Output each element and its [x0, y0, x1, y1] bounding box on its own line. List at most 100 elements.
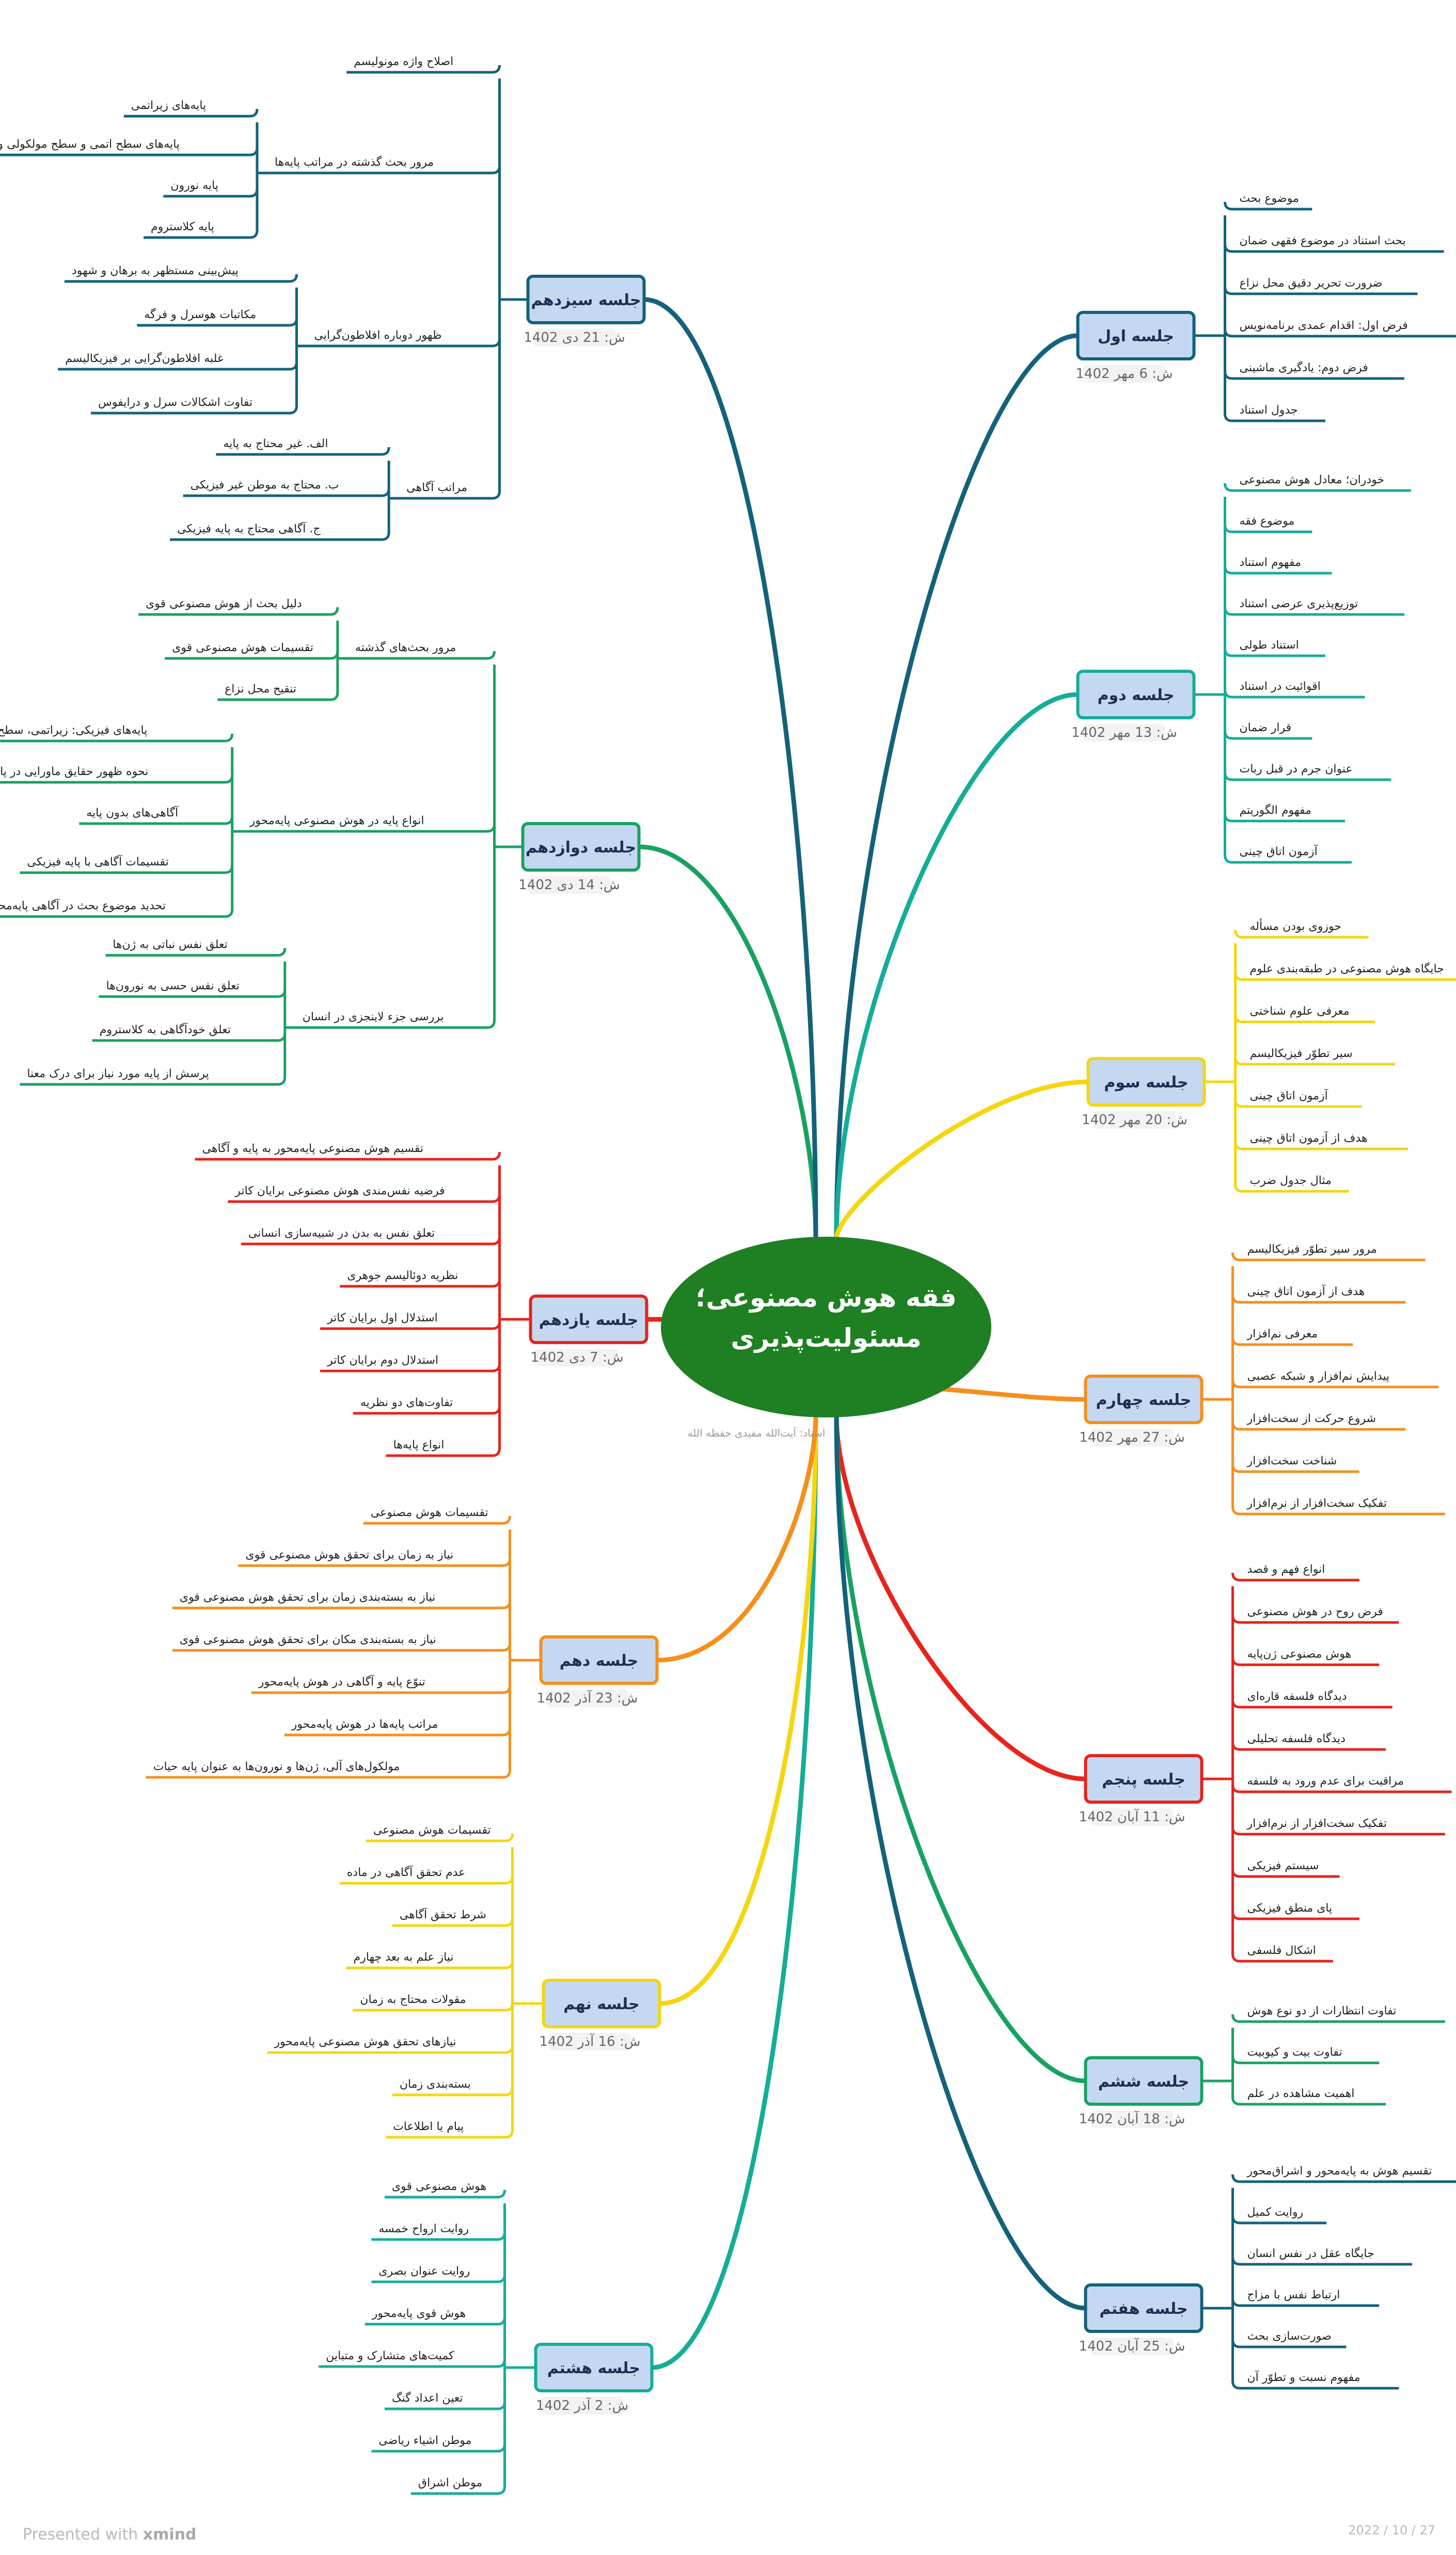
leaf-label[interactable]: عنوان جرم در قبل ربات	[1240, 763, 1353, 776]
leaf-label[interactable]: سیستم فیزیکی	[1247, 1859, 1319, 1872]
leaf-label[interactable]: تعلق نفس نباتی به ژن‌ها	[113, 938, 228, 951]
leaf-label[interactable]: نظریه دوئالیسم جوهری	[347, 1269, 458, 1282]
leaf-item[interactable]: توزیع‌پذیری عرضی استناد	[1224, 597, 1404, 616]
leaf-item[interactable]: معرفی علوم شناختی	[1234, 1005, 1375, 1023]
leaf-label[interactable]: تعین اعداد گنگ	[392, 2391, 463, 2405]
leaf-label[interactable]: الف. غیر محتاج به پایه	[223, 437, 328, 450]
leaf-item[interactable]: استناد طولی	[1224, 639, 1325, 657]
leaf-item[interactable]: تعین اعداد گنگ	[384, 2391, 506, 2410]
leaf-item[interactable]: تفاوت بیت و کیوبیت	[1231, 2046, 1380, 2064]
leaf-label[interactable]: ب. محتاج به موطن غیر فیزیکی	[191, 479, 339, 492]
leaf-item[interactable]: تقسیم هوش مصنوعی پایه‌محور به پایه و آگا…	[195, 1141, 501, 1161]
leaf-label[interactable]: ظهور دوباره افلاطون‌گرایی	[314, 328, 442, 342]
leaf-item[interactable]: تقسیمات هوش مصنوعی قوی	[165, 641, 339, 660]
leaf-label[interactable]: استدلال دوم برایان کاتر	[327, 1354, 438, 1367]
sub-group[interactable]: بررسی جزء لاینجزی در انسان تعلق نفس نباتی…	[20, 938, 496, 1086]
leaf-label[interactable]: بحث استناد در موضوع فقهی ضمان	[1240, 234, 1406, 247]
leaf-item[interactable]: مولکول‌های آلی، ژن‌ها و نورون‌ها به عنوا…	[146, 1759, 511, 1779]
leaf-item[interactable]: انواع پایه‌ها	[386, 1439, 501, 1457]
leaf-label[interactable]: ضرورت تحریر دقیق محل نزاع	[1240, 277, 1383, 290]
leaf-label[interactable]: شروع حرکت از سخت‌افزار	[1247, 1412, 1376, 1425]
leaf-label[interactable]: انواع پایه در هوش مصنوعی پایه‌محور	[249, 814, 424, 827]
leaf-item[interactable]: مفهوم استناد	[1224, 556, 1332, 575]
leaf-item[interactable]: روایت کمیل	[1231, 2206, 1327, 2225]
leaf-label[interactable]: روایت عنوان بصری	[378, 2265, 470, 2278]
leaf-label[interactable]: خودران؛ معادل هوش مصنوعی	[1240, 474, 1385, 486]
leaf-item[interactable]: موضوع بحث	[1224, 192, 1312, 211]
leaf-label[interactable]: روایت کمیل	[1247, 2206, 1304, 2219]
leaf-item[interactable]: مفهوم نسبت و تطوّر آن	[1231, 2370, 1399, 2390]
leaf-label[interactable]: جدول استناد	[1240, 404, 1298, 417]
leaf-item[interactable]: روایت ارواح خمسه	[371, 2222, 506, 2241]
leaf-item[interactable]: فرض روح در هوش مصنوعی	[1231, 1605, 1399, 1624]
leaf-label[interactable]: مرور سیر تطوّر فیزیکالیسم	[1247, 1243, 1377, 1256]
leaf-label[interactable]: شناخت سخت‌افزار	[1247, 1455, 1337, 1468]
leaf-item[interactable]: تعلق نفس حسی به نورون‌ها	[99, 980, 287, 998]
leaf-item[interactable]: پایه‌های فیزیکی: زیراتمی، سطح‌اتمی و فرا…	[0, 724, 234, 743]
leaf-item[interactable]: تفاوت انتظارات از دو نوع هوش	[1231, 2005, 1445, 2023]
leaf-label[interactable]: تفاوت‌های دو نظریه	[360, 1396, 453, 1409]
leaf-label[interactable]: هوش قوی پایه‌محور	[372, 2307, 466, 2320]
leaf-item[interactable]: تعلق خودآگاهی به کلاستروم	[92, 1022, 287, 1042]
leaf-item[interactable]: تفاوت‌های دو نظریه	[353, 1396, 501, 1415]
leaf-label[interactable]: جایگاه هوش مصنوعی در طبقه‌بندی علوم	[1250, 962, 1444, 975]
leaf-label[interactable]: تفاوت اشکالات سرل و درایفوس	[98, 396, 252, 409]
leaf-label[interactable]: پای منطق فیزیکی	[1247, 1902, 1333, 1915]
central-topic[interactable]: فقه هوش مصنوعی؛ مسئولیت‌پذیری	[661, 1237, 991, 1417]
leaf-label[interactable]: انواع پایه‌ها	[393, 1439, 445, 1452]
leaf-item[interactable]: پیام یا اطلاعات	[386, 2120, 514, 2139]
leaf-label[interactable]: ج. آگاهی محتاج به پایه فیزیکی	[177, 522, 321, 535]
leaf-item[interactable]: نیاز به بسته‌بندی زمان برای تحقق هوش مصن…	[172, 1591, 511, 1610]
leaf-label[interactable]: حوزوی بودن مسأله	[1250, 918, 1341, 933]
leaf-label[interactable]: اشکال فلسفی	[1247, 1944, 1316, 1957]
leaf-item[interactable]: موطن اشراق	[410, 2477, 506, 2495]
leaf-item[interactable]: هدف از آزمون اتاق چینی	[1231, 1284, 1406, 1304]
leaf-label[interactable]: اهمیت مشاهده در علم	[1247, 2087, 1355, 2100]
leaf-label[interactable]: تقسیمات آگاهی با پایه فیزیکی	[27, 855, 168, 869]
leaf-item[interactable]: قرار ضمان	[1224, 721, 1312, 740]
leaf-item[interactable]: نیاز به بسته‌بندی مکان برای تحقق هوش مصن…	[172, 1633, 511, 1652]
leaf-item[interactable]: ارتباط نفس با مزاج	[1231, 2289, 1380, 2307]
leaf-label[interactable]: دیدگاه فلسفه قاره‌ای	[1247, 1690, 1347, 1703]
leaf-item[interactable]: معرفی نم‌افزار	[1231, 1328, 1353, 1346]
leaf-label[interactable]: تقسیم هوش مصنوعی پایه‌محور به پایه و آگا…	[202, 1141, 423, 1155]
leaf-item[interactable]: تنوّع پایه و آگاهی در هوش پایه‌محور	[251, 1675, 511, 1694]
leaf-item[interactable]: شروع حرکت از سخت‌افزار	[1231, 1412, 1406, 1431]
leaf-label[interactable]: مراتب پایه‌ها در هوش پایه‌محور	[291, 1718, 438, 1731]
leaf-label[interactable]: مثال جدول ضرب	[1250, 1174, 1332, 1187]
leaf-item[interactable]: شناخت سخت‌افزار	[1231, 1455, 1359, 1473]
leaf-label[interactable]: فرضیه نفس‌مندی هوش مصنوعی برایان کاتر	[234, 1185, 445, 1197]
leaf-label[interactable]: مراتب آگاهی	[406, 480, 467, 494]
leaf-item[interactable]: استدلال دوم برایان کاتر	[320, 1354, 501, 1373]
leaf-label[interactable]: نحوه ظهور حقایق ماورایی در پایه‌های فیزی…	[0, 765, 148, 778]
leaf-item[interactable]: روایت عنوان بصری	[371, 2265, 506, 2283]
leaf-label[interactable]: دیدگاه فلسفه تحلیلی	[1247, 1732, 1346, 1745]
leaf-item[interactable]: تحدید موضوع بحث در آگاهی پایه‌محور	[0, 898, 234, 918]
leaf-label[interactable]: تفکیک سخت‌افزار از نرم‌افزار	[1247, 1497, 1387, 1510]
leaf-label[interactable]: پیدایش نم‌افزار و شبکه عصبی	[1247, 1370, 1390, 1383]
leaf-item[interactable]: انواع فهم و قصد	[1231, 1563, 1359, 1582]
leaf-label[interactable]: تعلق خودآگاهی به کلاستروم	[100, 1022, 231, 1036]
leaf-label[interactable]: بررسی جزء لاینجزی در انسان	[303, 1011, 444, 1023]
leaf-item[interactable]: پایه کلاستروم	[144, 220, 259, 239]
leaf-item[interactable]: تقسیمات آگاهی با پایه فیزیکی	[20, 855, 234, 874]
leaf-item[interactable]: حوزوی بودن مسأله	[1234, 918, 1369, 939]
leaf-label[interactable]: مفهوم استناد	[1240, 556, 1301, 569]
leaf-item[interactable]: کمیت‌های متشارک و متباین	[319, 2349, 506, 2368]
leaf-item[interactable]: پای منطق فیزیکی	[1231, 1902, 1359, 1920]
leaf-label[interactable]: مولکول‌های آلی، ژن‌ها و نورون‌ها به عنوا…	[153, 1759, 400, 1773]
leaf-item[interactable]: نیازهای تحقق هوش مصنوعی پایه‌محور	[267, 2036, 514, 2054]
leaf-item[interactable]: جایگاه هوش مصنوعی در طبقه‌بندی علوم	[1234, 962, 1456, 981]
leaf-label[interactable]: هوش مصنوعی قوی	[392, 2180, 486, 2193]
leaf-item[interactable]: مراقبت برای عدم ورود به فلسفه	[1231, 1775, 1452, 1793]
leaf-item[interactable]: خودران؛ معادل هوش مصنوعی	[1224, 474, 1411, 492]
leaf-label[interactable]: پایه‌های سطح اتمی و سطح مولکولی و مولکول…	[0, 137, 180, 151]
